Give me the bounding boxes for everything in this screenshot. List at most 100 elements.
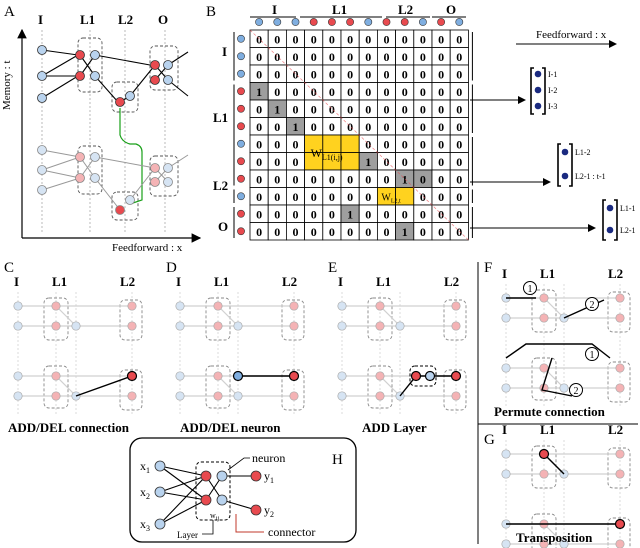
matrix-cell-value: 0 xyxy=(402,50,408,64)
mini-neuron xyxy=(375,391,385,401)
mini-label-input: I xyxy=(502,266,507,281)
matrix-cell-value: 0 xyxy=(365,85,371,99)
mini-edge xyxy=(543,523,565,545)
matrix-cell-value: 0 xyxy=(256,138,262,152)
mini-neuron xyxy=(451,391,461,401)
mini-neuron xyxy=(615,313,625,323)
vector-output: L1-1 L2-1 xyxy=(602,199,636,241)
mini-label-l2: L2 xyxy=(608,422,623,437)
highlight-neuron xyxy=(288,370,300,382)
caption-permute-connection: Permute connection xyxy=(494,404,606,419)
matrix-w-main: WL1(i,j) xyxy=(311,146,343,162)
matrix-row-dot xyxy=(237,52,245,61)
panel-label-h: H xyxy=(332,452,343,468)
matrix-cell-value: 0 xyxy=(365,208,371,222)
panel-f-g-frame xyxy=(477,262,638,544)
mini-neuron xyxy=(395,321,405,331)
matrix-cell-value: 0 xyxy=(329,208,335,222)
matrix-cell-value: 0 xyxy=(347,33,353,47)
matrix-cell-value: 0 xyxy=(384,208,390,222)
matrix-cell-value: 0 xyxy=(365,225,371,239)
matrix-cell-value: 0 xyxy=(347,50,353,64)
matrix-cell-value: 0 xyxy=(347,225,353,239)
svg-text:y2: y2 xyxy=(264,503,274,519)
vector3-entry-2: L2-1 xyxy=(620,226,636,235)
h-x3-sub: 3 xyxy=(146,524,150,533)
mini-label-input: I xyxy=(502,422,507,437)
matrix-cell-value: 0 xyxy=(438,225,444,239)
highlight-neuron xyxy=(126,370,138,382)
mini-neuron xyxy=(559,539,569,548)
mini-neuron xyxy=(289,301,299,311)
mini-neuron xyxy=(127,391,137,401)
matrix-cell-value: 0 xyxy=(293,50,299,64)
matrix-cell xyxy=(322,134,342,153)
h-x3-var: x xyxy=(140,517,146,531)
mini-neuron xyxy=(289,321,299,331)
matrix-cell-value: 0 xyxy=(384,33,390,47)
panel-h: H x1 x2 x3 y1 y2 wij neuron Layer connec… xyxy=(129,437,357,543)
matrix-cell-value: 0 xyxy=(256,33,262,47)
matrix-cell xyxy=(340,134,360,153)
mini-neuron xyxy=(615,469,625,479)
matrix-cell-value: 1 xyxy=(402,173,408,187)
matrix-cell-value: 0 xyxy=(456,208,462,222)
vector2-entry-1: L1-2 xyxy=(575,148,591,157)
mini-neuron xyxy=(615,363,625,373)
matrix-col-dot xyxy=(309,18,318,26)
svg-text:wij: wij xyxy=(210,511,219,522)
mini-neuron xyxy=(127,321,137,331)
matrix-cell-value: 0 xyxy=(347,85,353,99)
matrix-cell-value: 0 xyxy=(311,190,317,204)
matrix-row-dot xyxy=(237,174,245,183)
mini-neuron xyxy=(213,391,223,401)
h-y1-sub: 1 xyxy=(270,476,274,485)
matrix-cell-value: 0 xyxy=(438,50,444,64)
matrix-cell-value: 0 xyxy=(274,85,280,99)
matrix-cell-value: 0 xyxy=(256,225,262,239)
matrix-cell-value: 0 xyxy=(274,225,280,239)
matrix-cell-value: 0 xyxy=(456,68,462,82)
matrix-cell-value: 0 xyxy=(293,225,299,239)
matrix-cell-value: 0 xyxy=(420,190,426,204)
matrix-cell-value: 0 xyxy=(456,120,462,134)
matrix-row-dot xyxy=(237,104,245,113)
permute-mark: 2 xyxy=(590,300,595,311)
matrix-cell-value: 0 xyxy=(438,138,444,152)
svg-text:x1: x1 xyxy=(140,459,150,475)
matrix-cell-value: 1 xyxy=(293,120,299,134)
mini-group xyxy=(367,365,393,409)
mini-group xyxy=(531,445,557,489)
matrix-cell-value: 0 xyxy=(456,173,462,187)
matrix-cell-value: 0 xyxy=(456,155,462,169)
matrix-cell-value: 0 xyxy=(456,225,462,239)
matrix-cell-value: 0 xyxy=(438,103,444,117)
matrix-cell-value: 0 xyxy=(402,120,408,134)
matrix-cell-value: 0 xyxy=(256,50,262,64)
matrix-cell-value: 0 xyxy=(347,103,353,117)
matrix-cell-value: 0 xyxy=(438,85,444,99)
mini-label-l1: L1 xyxy=(214,274,229,289)
mini-group xyxy=(205,365,231,409)
matrix-cell-value: 0 xyxy=(311,120,317,134)
matrix-cell-value: 0 xyxy=(365,173,371,187)
added-neuron xyxy=(232,370,244,382)
matrix-cell-value: 0 xyxy=(384,85,390,99)
matrix-cell-value: 0 xyxy=(438,120,444,134)
mini-neuron xyxy=(337,371,347,381)
matrix-cell-value: 1 xyxy=(402,225,408,239)
matrix-cell-value: 0 xyxy=(438,33,444,47)
matrix-cell-value: 0 xyxy=(365,33,371,47)
mini-group xyxy=(443,369,467,411)
panel-label-a: A xyxy=(4,4,15,20)
matrix-col-dot xyxy=(327,18,336,26)
label-b-col-output: O xyxy=(446,2,456,17)
matrix-cell-value: 0 xyxy=(402,155,408,169)
label-b-col-input: I xyxy=(272,2,277,17)
matrix-cell-value: 0 xyxy=(384,173,390,187)
mini-group xyxy=(607,447,631,489)
matrix-cell-value: 0 xyxy=(274,120,280,134)
matrix-cell-value: 0 xyxy=(293,103,299,117)
